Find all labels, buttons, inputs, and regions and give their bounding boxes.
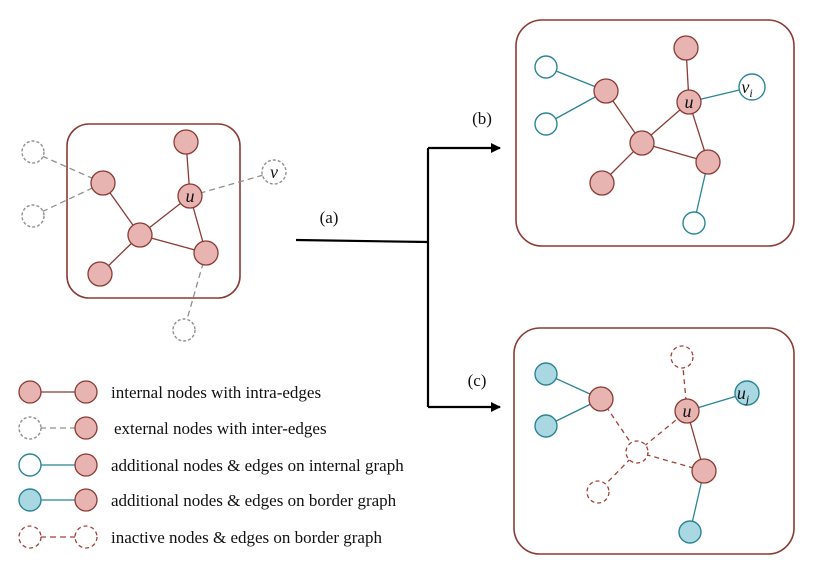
- label-a: (a): [320, 208, 339, 227]
- legend-item-additional-border: additional nodes & edges on border graph: [18, 488, 397, 512]
- external-node-v: [261, 159, 287, 185]
- legend-node-sample: [74, 453, 98, 477]
- original-graph: u v: [21, 123, 287, 342]
- node-label-u: u: [683, 401, 692, 421]
- legend-node-sample: [18, 416, 42, 440]
- legend-node-sample: [74, 488, 98, 512]
- additional-border-node: [678, 520, 702, 544]
- internal-node: [87, 261, 113, 287]
- label-c: (c): [468, 371, 487, 390]
- legend-item-external: external nodes with inter-edges: [18, 416, 327, 440]
- legend: internal nodes with intra-edges external…: [18, 380, 404, 549]
- node-label-u: u: [685, 92, 694, 112]
- internal-node-u: [674, 398, 700, 424]
- internal-node-u: [676, 89, 702, 115]
- inter-edge: [183, 252, 207, 331]
- legend-label: external nodes with inter-edges: [114, 419, 327, 438]
- label-b: (b): [472, 109, 492, 128]
- original-graph-box: [66, 123, 241, 299]
- internal-node: [589, 170, 615, 196]
- legend-label: internal nodes with intra-edges: [111, 383, 321, 402]
- border-graph-box: [513, 327, 795, 555]
- internal-node: [173, 129, 199, 155]
- inter-edge: [189, 171, 275, 197]
- internal-graph: u vi: [515, 19, 795, 247]
- internal-nodes: [87, 129, 219, 287]
- internal-node: [90, 170, 116, 196]
- legend-node-sample: [74, 380, 98, 404]
- legend-node-sample: [18, 380, 42, 404]
- internal-node: [695, 149, 721, 175]
- legend-node-sample: [18, 525, 42, 549]
- intra-edges: [601, 47, 709, 184]
- arrows: [295, 143, 501, 412]
- inter-edge: [32, 151, 104, 184]
- external-node: [21, 140, 45, 164]
- node-label-v: v: [270, 162, 278, 182]
- external-nodes: [21, 140, 287, 342]
- additional-node-vi: [738, 73, 766, 101]
- legend-item-internal: internal nodes with intra-edges: [18, 380, 321, 404]
- external-node: [172, 318, 196, 342]
- internal-nodes: [588, 386, 717, 484]
- inactive-node: [586, 480, 610, 504]
- inactive-node: [625, 440, 649, 464]
- internal-node: [588, 386, 614, 412]
- legend-label: inactive nodes & edges on border graph: [111, 528, 382, 547]
- node-label-u: u: [186, 186, 195, 206]
- inter-edges: [32, 151, 275, 331]
- border-graph: u uj: [513, 327, 795, 555]
- legend-label: additional nodes & edges on internal gra…: [111, 456, 404, 475]
- inter-edge: [32, 182, 104, 217]
- arrow-stem: [295, 238, 429, 244]
- external-node: [21, 204, 45, 228]
- internal-nodes: [589, 35, 721, 196]
- internal-graph-box: [515, 19, 795, 247]
- legend-node-sample: [18, 453, 42, 477]
- inactive-edges: [597, 356, 705, 493]
- additional-border-node-uj: [734, 380, 760, 406]
- additional-nodes: [534, 55, 766, 235]
- internal-node: [127, 222, 153, 248]
- inactive-nodes: [586, 345, 694, 504]
- additional-node: [534, 55, 558, 79]
- node-label-uj: uj: [737, 383, 750, 406]
- internal-node: [673, 35, 699, 61]
- additional-node: [682, 211, 706, 235]
- legend-item-additional-internal: additional nodes & edges on internal gra…: [18, 453, 404, 477]
- legend-node-sample: [74, 525, 98, 549]
- internal-node: [193, 240, 219, 266]
- internal-node: [629, 130, 655, 156]
- internal-node: [593, 78, 619, 104]
- node-label-vi: vi: [741, 77, 752, 100]
- legend-label: additional nodes & edges on border graph: [111, 491, 397, 510]
- legend-node-sample: [74, 416, 98, 440]
- legend-item-inactive: inactive nodes & edges on border graph: [18, 525, 382, 549]
- internal-node: [691, 458, 717, 484]
- additional-border-node: [534, 362, 558, 386]
- internal-node-u: [177, 183, 203, 209]
- inactive-node: [670, 345, 694, 369]
- additional-border-nodes: [534, 362, 760, 544]
- legend-node-sample: [18, 488, 42, 512]
- additional-border-node: [534, 414, 558, 438]
- additional-node: [534, 112, 558, 136]
